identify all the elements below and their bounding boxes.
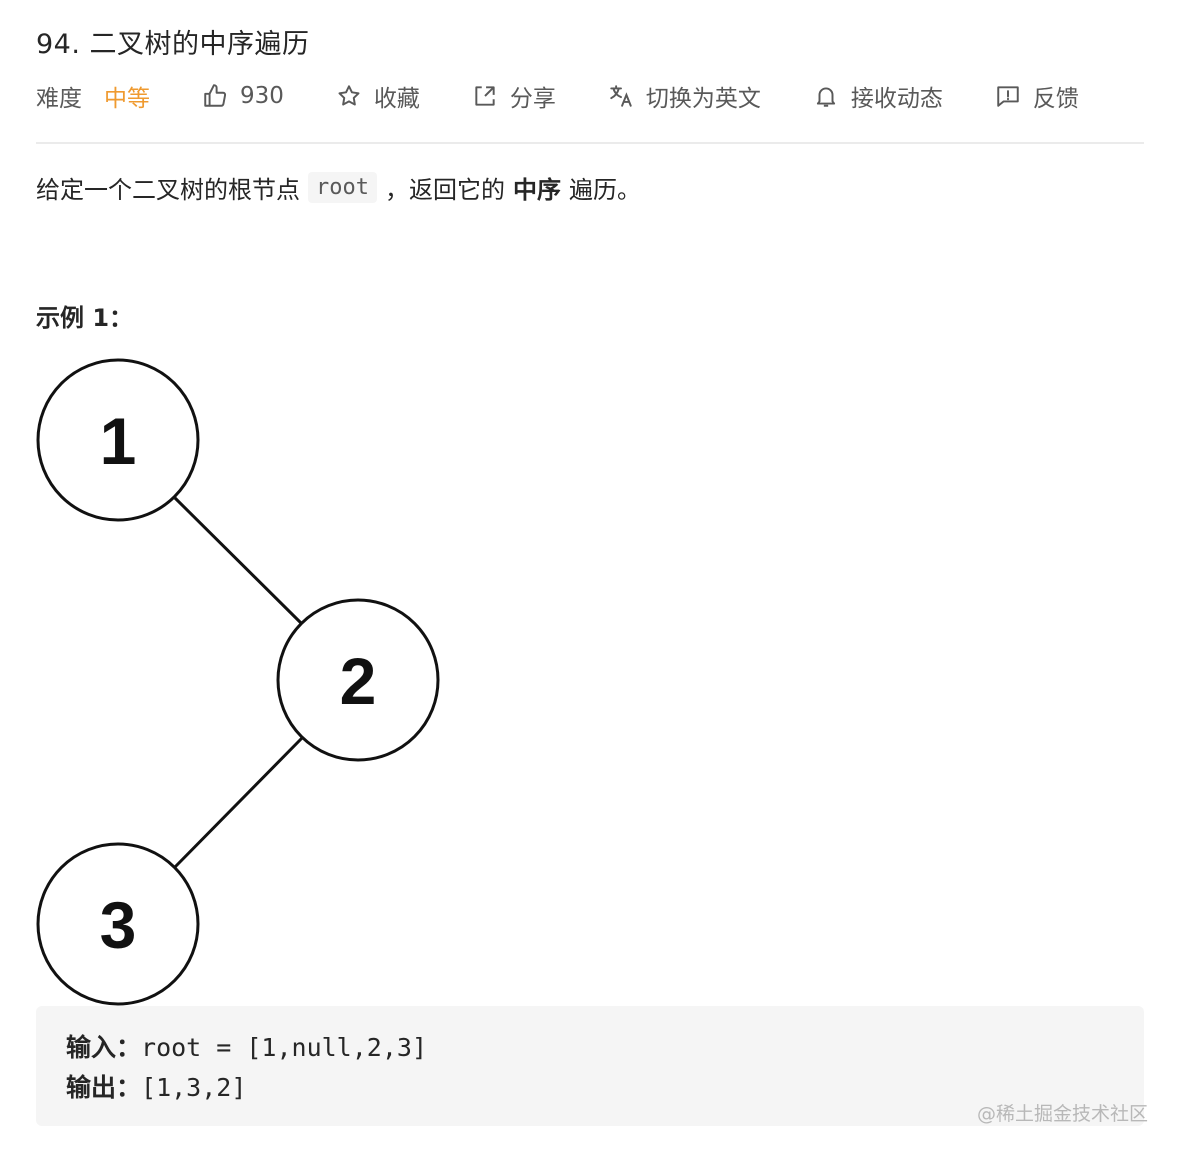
tree-edge-1-2 — [173, 496, 304, 626]
difficulty-badge: 中等 — [104, 86, 150, 112]
example-title: 示例 1： — [36, 304, 134, 332]
difficulty-label: 难度 — [36, 86, 82, 112]
problem-title: 94. 二叉树的中序遍历 — [36, 29, 310, 60]
tree-node-label-2: 2 — [340, 644, 377, 718]
description-text-2: ，返回它的 — [384, 176, 505, 204]
watermark: @稀土掘金技术社区 — [976, 1103, 1148, 1125]
favorite-label: 收藏 — [373, 86, 420, 112]
tree-node-circle-2 — [276, 598, 440, 762]
inline-code-root: root — [308, 172, 377, 203]
favorite-button[interactable]: 收藏 — [336, 79, 420, 113]
feedback-icon — [997, 86, 1019, 107]
input-value: root = [1,null,2,3] — [141, 1033, 427, 1062]
output-label: 输出： — [66, 1073, 142, 1102]
feedback-button[interactable]: 反馈 — [995, 79, 1079, 113]
description-text-3: 遍历。 — [568, 176, 641, 204]
translate-icon — [610, 85, 632, 107]
translate-button[interactable]: 切换为英文 — [608, 79, 761, 113]
input-label: 输入： — [66, 1033, 142, 1062]
description-bold: 中序 — [512, 176, 561, 204]
tree-node-label-3: 3 — [100, 888, 137, 962]
example-input-line: 输入：root = [1,null,2,3] — [66, 1028, 427, 1064]
translate-label: 切换为英文 — [645, 86, 761, 112]
example-output-line: 输出：[1,3,2] — [66, 1068, 246, 1104]
problem-description: 给定一个二叉树的根节点 root ，返回它的 中序 遍历。 — [36, 170, 641, 205]
tree-node-label-1: 1 — [100, 404, 137, 478]
example-code-block: 输入：root = [1,null,2,3] 输出：[1,3,2] — [36, 1006, 1144, 1126]
problem-toolbar: 难度 中等 930 收藏 分享 切换为英文 接收动态 — [36, 78, 1079, 114]
tree-node-circle-1 — [36, 358, 200, 522]
subscribe-button[interactable]: 接收动态 — [813, 79, 943, 113]
share-icon — [475, 86, 495, 106]
like-count: 930 — [240, 83, 284, 109]
header-divider — [36, 142, 1144, 144]
binary-tree-diagram: 1 2 3 — [36, 358, 440, 1006]
feedback-label: 反馈 — [1032, 86, 1079, 112]
star-icon — [338, 85, 360, 106]
tree-node-circle-3 — [36, 842, 200, 1006]
share-label: 分享 — [509, 86, 556, 112]
thumbs-up-icon — [204, 84, 227, 107]
description-text-1: 给定一个二叉树的根节点 — [36, 176, 300, 204]
like-button[interactable]: 930 — [202, 83, 284, 109]
bell-icon — [816, 87, 836, 107]
subscribe-label: 接收动态 — [850, 86, 943, 112]
tree-edge-2-3 — [173, 736, 304, 869]
output-value: [1,3,2] — [141, 1073, 247, 1102]
share-button[interactable]: 分享 — [472, 79, 556, 113]
